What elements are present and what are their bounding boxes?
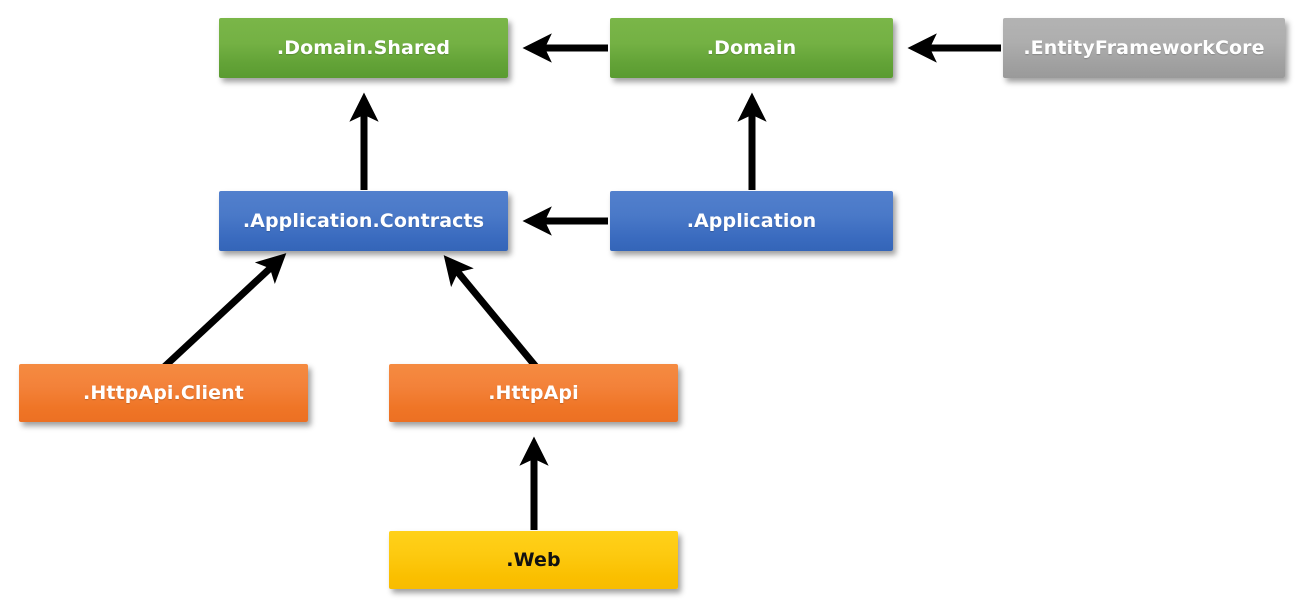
- node-entity-framework-core[interactable]: .EntityFrameworkCore: [1003, 18, 1285, 78]
- node-web[interactable]: .Web: [389, 531, 678, 589]
- node-label-domain: .Domain: [706, 37, 797, 59]
- node-label-httpapi-client: .HttpApi.Client: [83, 382, 244, 404]
- node-label-application: .Application: [686, 210, 817, 232]
- node-application-contracts[interactable]: .Application.Contracts: [219, 191, 508, 251]
- node-domain[interactable]: .Domain: [610, 18, 893, 78]
- node-label-entity-framework-core: .EntityFrameworkCore: [1023, 37, 1265, 59]
- edge-httpapi-to-application-contracts: [443, 255, 540, 371]
- node-label-application-contracts: .Application.Contracts: [242, 210, 485, 232]
- node-httpapi-client[interactable]: .HttpApi.Client: [19, 364, 308, 422]
- node-application[interactable]: .Application: [610, 191, 893, 251]
- edge-httpapi-client-to-application-contracts: [160, 253, 287, 371]
- node-label-web: .Web: [506, 549, 561, 571]
- node-domain-shared[interactable]: .Domain.Shared: [219, 18, 508, 78]
- node-label-domain-shared: .Domain.Shared: [276, 37, 451, 59]
- node-label-httpapi: .HttpApi: [488, 382, 579, 404]
- node-httpapi[interactable]: .HttpApi: [389, 364, 678, 422]
